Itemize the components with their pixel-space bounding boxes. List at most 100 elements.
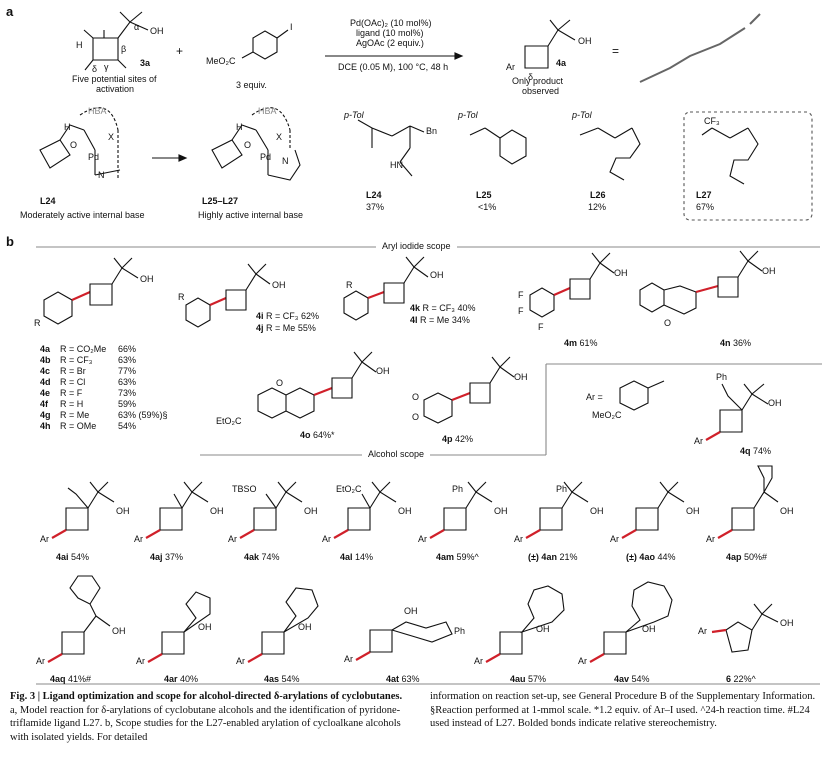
row1-ar-8: Ar [706, 534, 715, 544]
row1-oh-5: OH [494, 506, 508, 516]
compound-4av: 4av 54% [614, 674, 650, 684]
figure-caption-left: Fig. 3 | Ligand optimization and scope f… [10, 690, 410, 744]
aryl-iodide-ester: MeO₂C [206, 56, 236, 66]
ar-def-label: Ar = [586, 392, 603, 402]
alcohol-row1-structures [51, 465, 779, 539]
right-mechanism-caption: Highly active internal base [198, 210, 304, 220]
o-right: O [244, 140, 252, 150]
l24-bn: Bn [426, 126, 438, 136]
l27-id: L27 [696, 190, 712, 200]
product-delta-label: δ [528, 72, 534, 82]
meta-r-label: R [178, 292, 185, 302]
n-right: N [282, 156, 289, 166]
4al-substituent: EtO₂C [336, 484, 362, 494]
aryl-scope-header: Aryl iodide scope [376, 241, 457, 251]
figure-caption-right: information on reaction set-up, see Gene… [430, 690, 820, 731]
4o-ester: EtO₂C [216, 416, 242, 426]
ortho-r-label: R [346, 280, 353, 290]
aryl-iodide-iodo: I [290, 22, 293, 32]
l24-id: L24 [366, 190, 382, 200]
row2-oh-1: OH [112, 626, 126, 636]
l27-highlight-box [683, 111, 813, 221]
left-mechanism-caption: Moderately active internal base [20, 210, 145, 220]
substrate-gamma-label: γ [104, 62, 109, 72]
row2-ar-5: Ar [474, 656, 483, 666]
n-left: N [98, 170, 105, 180]
l25-ptol: p-Tol [458, 110, 478, 120]
h-right: H [236, 122, 243, 132]
hba-right: HBA [258, 106, 277, 116]
row1-ar-2: Ar [134, 534, 143, 544]
row2-oh-2: OH [198, 622, 212, 632]
row2-ar-1: Ar [36, 656, 45, 666]
4m-f-label-2: F [518, 306, 524, 316]
l27-cf3: CF₃ [704, 116, 720, 126]
compound-4at: 4at 63% [386, 674, 420, 684]
product-compound-id: 4a [556, 58, 567, 68]
product-caption-2: observed [522, 86, 560, 96]
compound-4ao: (±) 4ao 44% [626, 552, 676, 562]
substrate-alpha-label: α [134, 22, 140, 32]
substrate-delta-label: δ [92, 64, 98, 74]
compound-4ai: 4ai 54% [56, 552, 90, 562]
para-oh-label: OH [140, 274, 154, 284]
left-ligand-id: L24 [40, 196, 56, 206]
l26-id: L26 [590, 190, 606, 200]
meta-row: 4i R = CF₃ 62% [256, 311, 319, 321]
compound-4aj: 4aj 37% [150, 552, 184, 562]
row2-ar-4: Ar [344, 654, 353, 664]
4m-label: 4m 61% [564, 338, 598, 348]
4ak-substituent: TBSO [232, 484, 257, 494]
4an-substituent: Ph [556, 484, 568, 494]
plus-sign: + [176, 44, 184, 58]
right-ligand-id: L25–L27 [202, 196, 239, 206]
x-left: X [108, 132, 115, 142]
meta-row: 4j R = Me 55% [256, 323, 316, 333]
row2-oh-4: OH [404, 606, 418, 616]
substrate-compound-id: 3a [140, 58, 151, 68]
compound-6: 6 22%^ [726, 674, 756, 684]
l25-id: L25 [476, 190, 492, 200]
l26-yield: 12% [588, 202, 607, 212]
4p-o-label-1: O [412, 392, 420, 402]
row1-ar-1: Ar [40, 534, 49, 544]
row2-ar-3: Ar [236, 656, 245, 666]
4am-substituent: Ph [452, 484, 464, 494]
4n-o-label: O [664, 318, 672, 328]
conditions-line4: DCE (0.05 M), 100 °C, 48 h [338, 62, 449, 72]
aryl-iodide-equiv: 3 equiv. [236, 80, 267, 90]
compound-4aq: 4aq 41%# [50, 674, 92, 684]
4q-ar-label: Ar [694, 436, 703, 446]
row1-oh-2: OH [210, 506, 224, 516]
row2-oh-3: OH [298, 622, 312, 632]
4p-o-label-2: O [412, 412, 420, 422]
compound-4an: (±) 4an 21% [528, 552, 578, 562]
substrate-ring [92, 37, 119, 61]
caption-left-body: a, Model reaction for δ-arylations of cy… [10, 704, 401, 743]
product-ar-label: Ar [506, 62, 515, 72]
compound-4as: 4as 54% [264, 674, 300, 684]
substrate-caption-1: Five potential sites of [72, 74, 157, 84]
4n-label: 4n 36% [720, 338, 752, 348]
render-3d [639, 13, 761, 83]
l26-ptol: p-Tol [572, 110, 592, 120]
4q-oh-label: OH [768, 398, 782, 408]
compound-4au: 4au 57% [510, 674, 547, 684]
4q-label: 4q 74% [740, 446, 772, 456]
ortho-list: 4k R = CF₃ 40% 4l R = Me 34% [410, 302, 475, 326]
row2-oh-5: OH [536, 624, 550, 634]
aryl-iodide-ring [252, 30, 278, 60]
l27-yield: 67% [696, 202, 715, 212]
para-r-label: R [34, 318, 41, 328]
row1-ar-7: Ar [610, 534, 619, 544]
compound-4al: 4al 14% [340, 552, 374, 562]
product-oh-label: OH [578, 36, 592, 46]
l24-nh: HN [390, 160, 403, 170]
h-left: H [64, 122, 71, 132]
product-caption-1: Only product [512, 76, 564, 86]
4p-label: 4p 42% [442, 434, 474, 444]
row1-ar-5: Ar [418, 534, 427, 544]
